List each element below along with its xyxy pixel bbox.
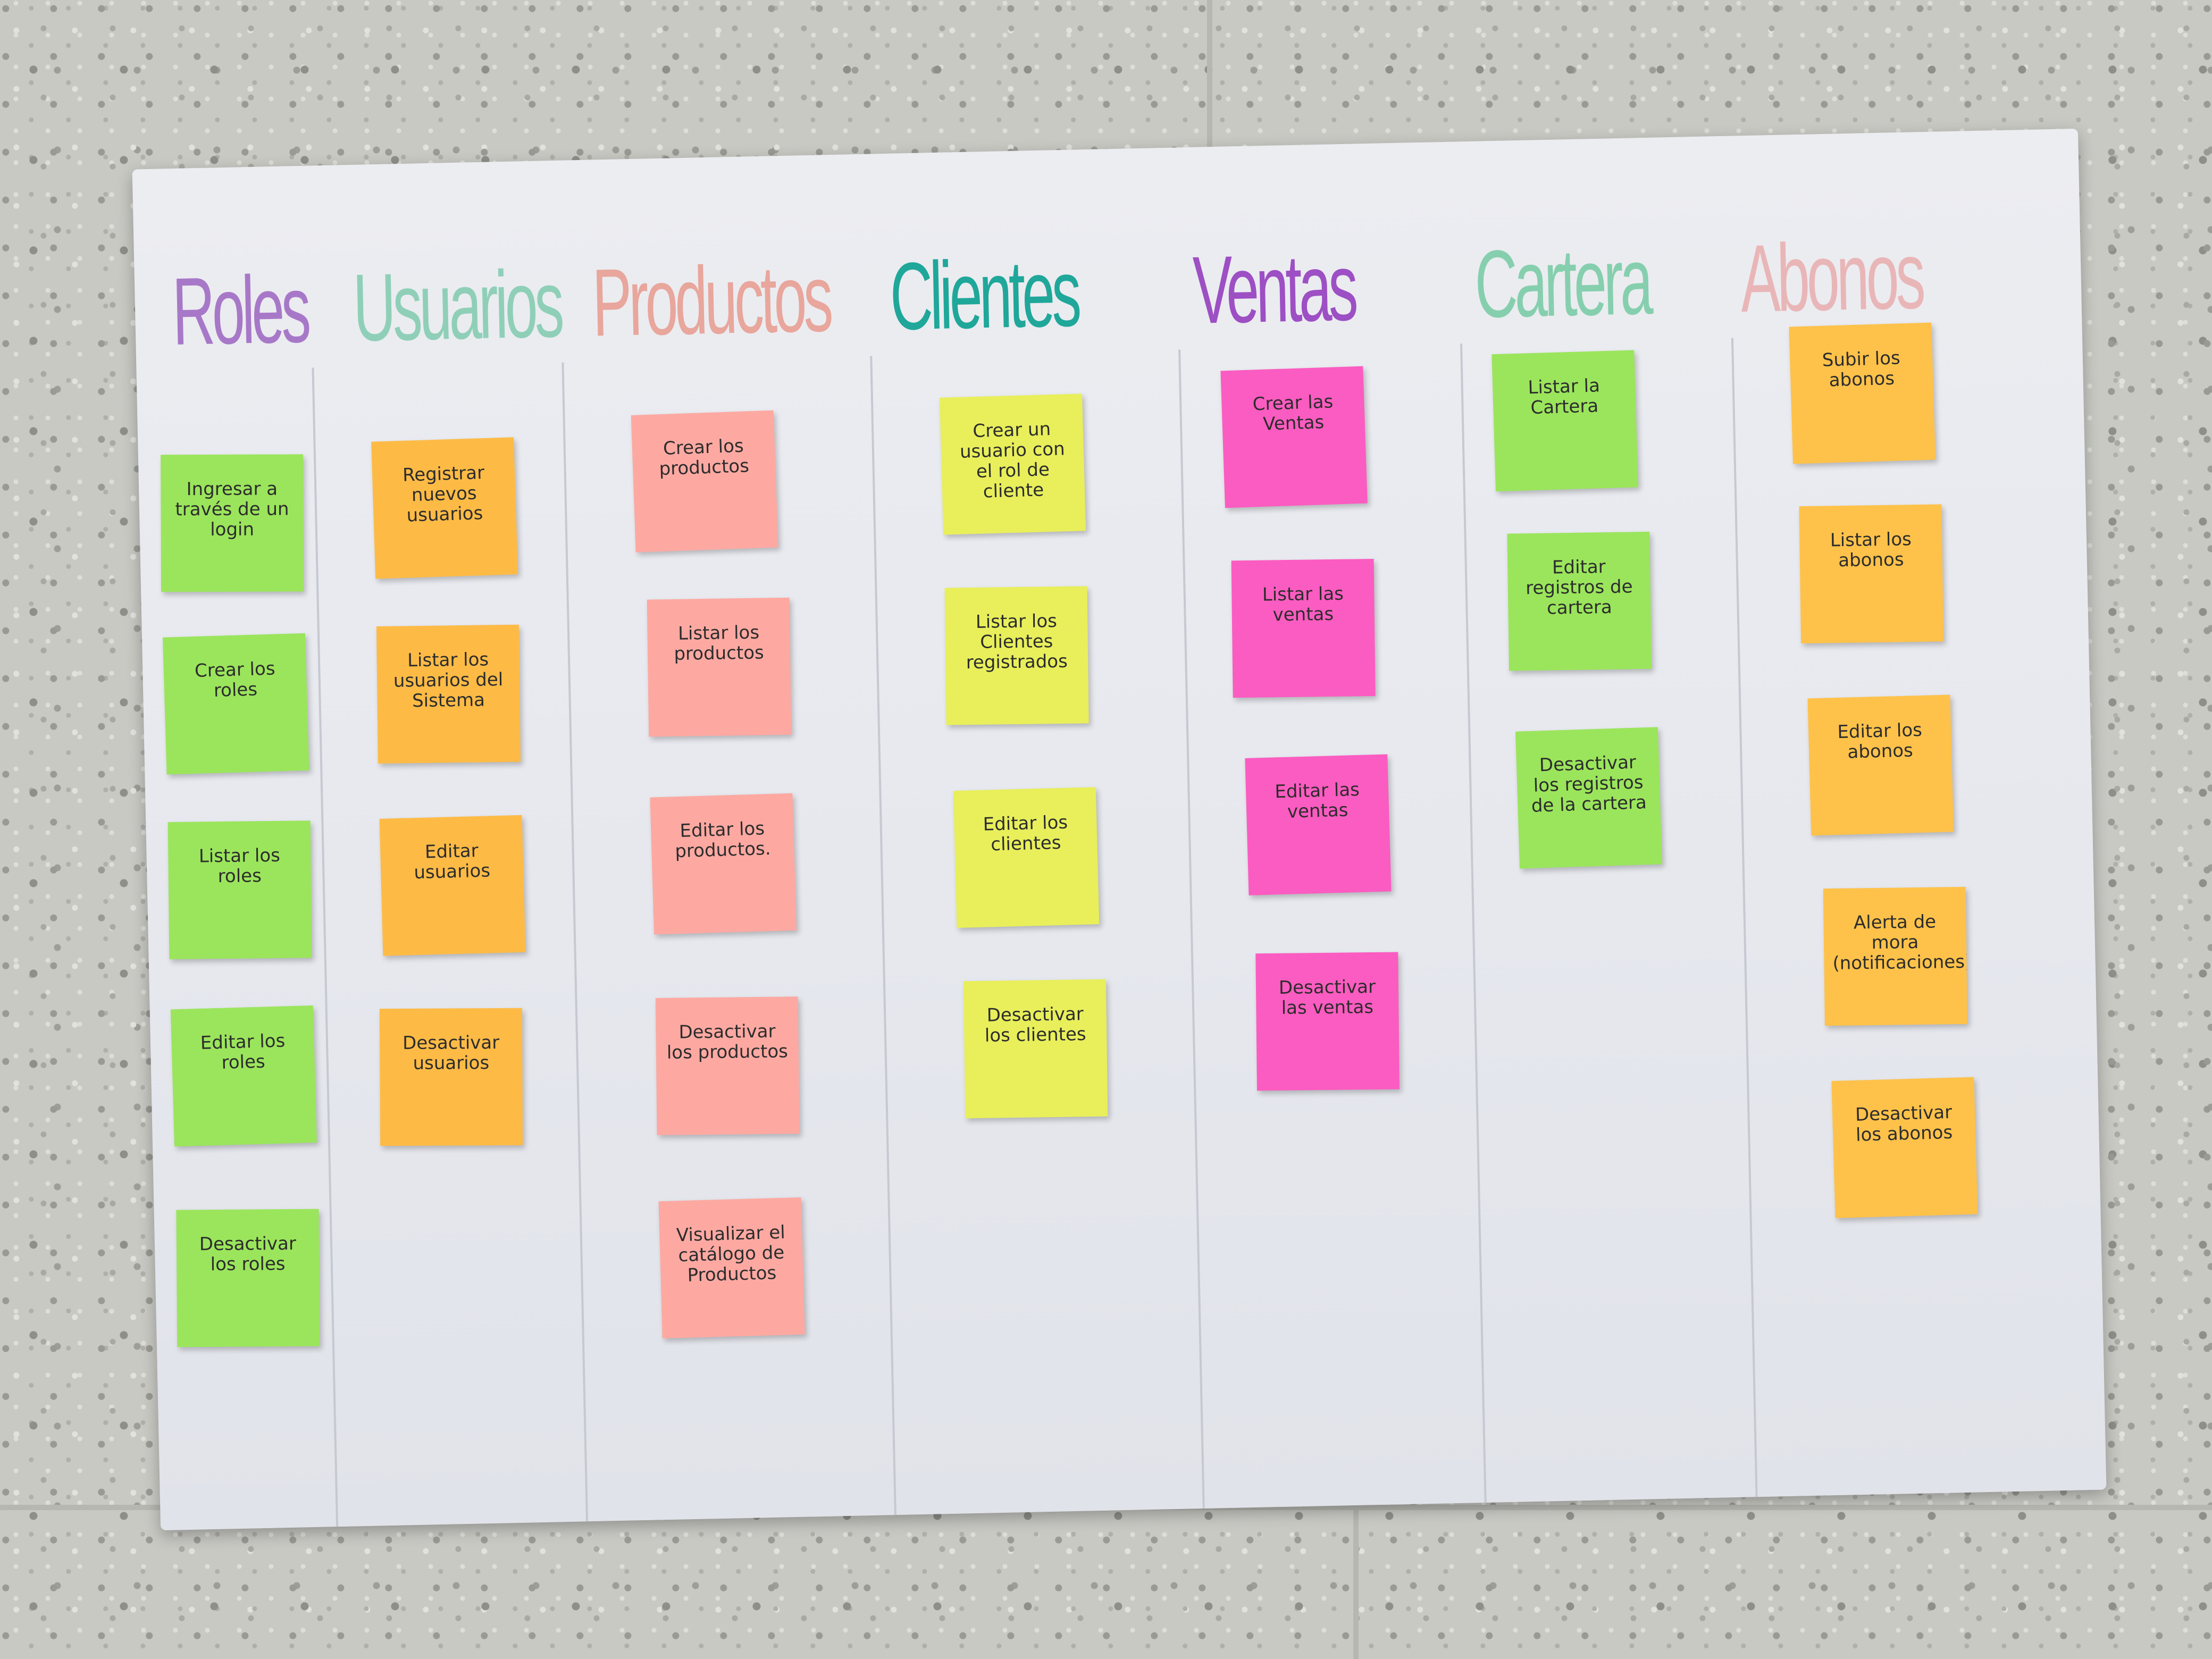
column-divider <box>870 356 896 1515</box>
sticky-note: Desactivar los productos <box>655 996 800 1135</box>
sticky-note: Desactivar los clientes <box>963 979 1108 1119</box>
sticky-note: Editar los roles <box>170 1005 317 1147</box>
sticky-note: Desactivar los registros de la cartera <box>1515 727 1662 869</box>
sticky-note: Listar los roles <box>167 820 312 960</box>
column-divider <box>1178 349 1205 1509</box>
sticky-note: Editar los abonos <box>1807 694 1954 836</box>
sticky-note: Visualizar el catálogo de Productos <box>658 1197 805 1339</box>
column-header-ventas: Ventas <box>1192 233 1356 344</box>
sticky-note: Crear un usuario con el rol de cliente <box>940 393 1086 535</box>
sticky-note: Desactivar usuarios <box>379 1008 523 1146</box>
sticky-note: Listar los abonos <box>1799 504 1944 644</box>
sticky-note: Editar registros de cartera <box>1507 531 1652 671</box>
sticky-note: Subir los abonos <box>1789 322 1936 464</box>
column-header-abonos: Abonos <box>1739 222 1923 333</box>
floor-tile-seam <box>1353 1489 1359 1659</box>
sticky-note: Crear las Ventas <box>1220 366 1368 508</box>
sticky-note: Listar la Cartera <box>1492 350 1638 492</box>
floor-tile-seam <box>1207 0 1212 181</box>
sticky-note: Listar los usuarios del Sistema <box>376 624 521 764</box>
sticky-note: Listar los Clientes registrados <box>944 586 1089 725</box>
column-header-productos: Productos <box>591 245 831 357</box>
column-divider <box>1460 343 1487 1503</box>
sticky-note: Alerta de mora (notificaciones) <box>1823 886 1967 1026</box>
column-header-usuarios: Usuarios <box>352 250 562 362</box>
column-divider <box>562 362 589 1522</box>
sticky-note: Editar las ventas <box>1245 754 1392 895</box>
sticky-note: Ingresar a través de un login <box>161 454 304 592</box>
sticky-note: Crear los roles <box>162 633 309 775</box>
sticky-note: Registrar nuevos usuarios <box>371 437 518 579</box>
poster-board: Roles Usuarios Productos Clientes Ventas… <box>132 128 2107 1531</box>
column-header-cartera: Cartera <box>1473 227 1651 338</box>
sticky-note: Listar los productos <box>647 597 792 737</box>
column-header-clientes: Clientes <box>889 239 1079 350</box>
sticky-note: Editar los productos. <box>650 793 797 935</box>
sticky-note: Desactivar los abonos <box>1831 1077 1978 1218</box>
sticky-note: Desactivar los roles <box>176 1209 320 1347</box>
sticky-note: Crear los productos <box>631 410 778 552</box>
column-divider <box>1731 338 1758 1497</box>
sticky-note: Desactivar las ventas <box>1255 952 1400 1091</box>
column-divider <box>312 367 339 1527</box>
sticky-note: Listar las ventas <box>1231 559 1376 698</box>
column-header-roles: Roles <box>171 255 309 366</box>
sticky-note: Editar usuarios <box>379 815 526 956</box>
sticky-note: Editar los clientes <box>953 787 1100 928</box>
